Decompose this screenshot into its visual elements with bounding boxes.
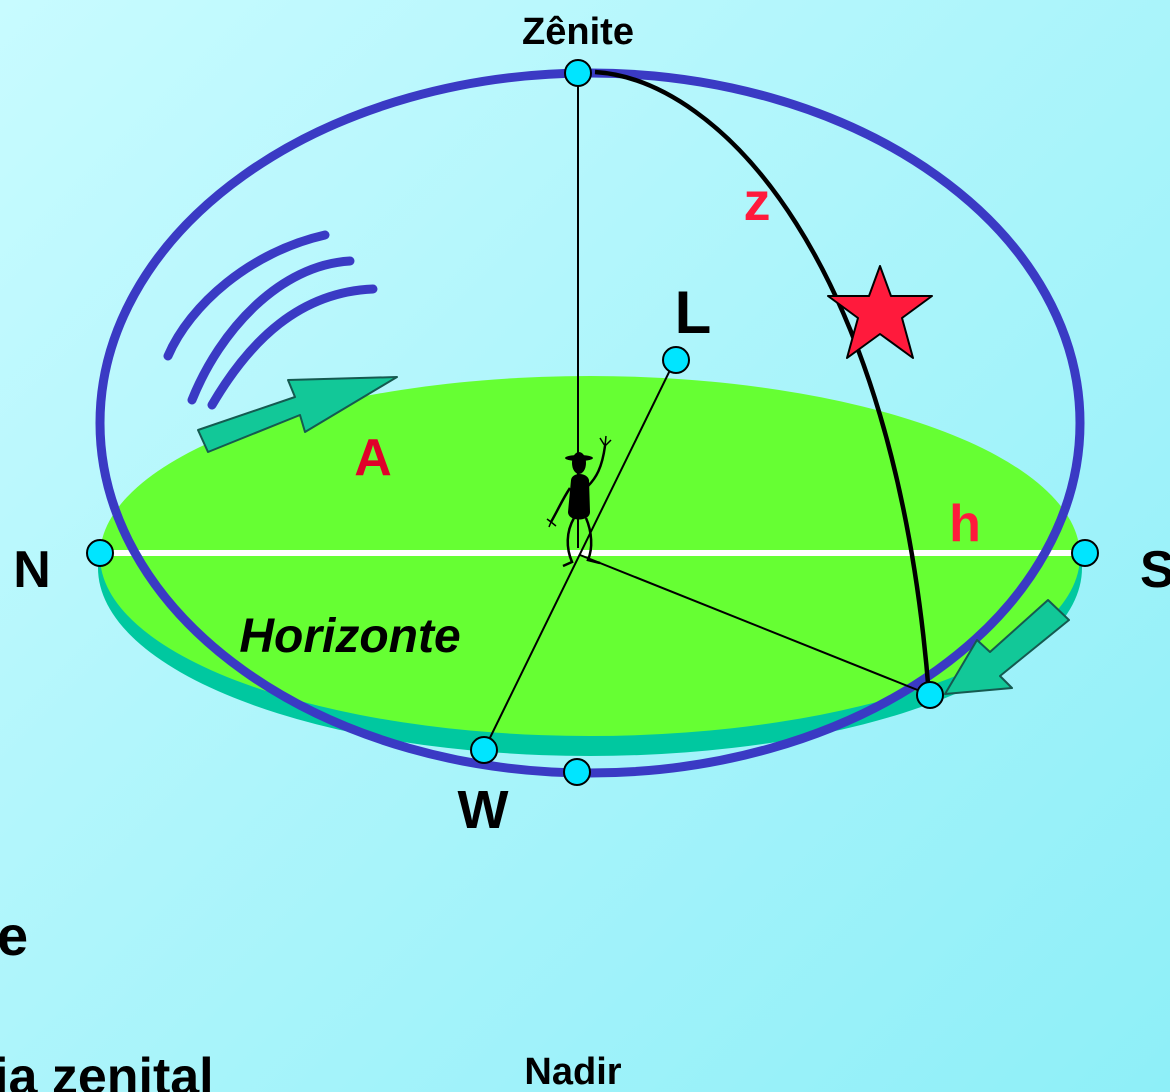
azimuth-arrow (197, 376, 398, 453)
vertical-circle-arc (594, 69, 932, 696)
meridian-arc-2 (187, 256, 355, 405)
east-point (662, 346, 690, 374)
north-point (86, 539, 114, 567)
west-label: W (458, 780, 509, 840)
altitude-foot-arrow (944, 599, 1070, 695)
east-label: L (675, 279, 712, 346)
star-icon (827, 265, 933, 359)
meridian-arc-3 (207, 284, 378, 410)
west-point (470, 736, 498, 764)
south-label: S (1140, 541, 1170, 599)
azimuth-label: A (354, 429, 392, 487)
south-point (1071, 539, 1099, 567)
nadir-point (563, 758, 591, 786)
zenith-point (564, 59, 592, 87)
star-foot-point (916, 681, 944, 709)
west-east-line (483, 359, 676, 751)
altitude-label: h (949, 495, 981, 553)
zenith-label: Zênite (522, 11, 634, 53)
horizon-label: Horizonte (239, 610, 460, 663)
observer-figure-icon (546, 435, 612, 568)
meridian-arc-1 (163, 230, 330, 361)
cut-off-text-2: ia zenital (0, 1048, 214, 1092)
north-label: N (13, 541, 51, 599)
cut-off-text-1: e (0, 904, 28, 967)
observer-to-star-foot-line (579, 554, 931, 696)
nadir-label: Nadir (524, 1051, 621, 1092)
zenith-distance-label: z (744, 172, 771, 232)
